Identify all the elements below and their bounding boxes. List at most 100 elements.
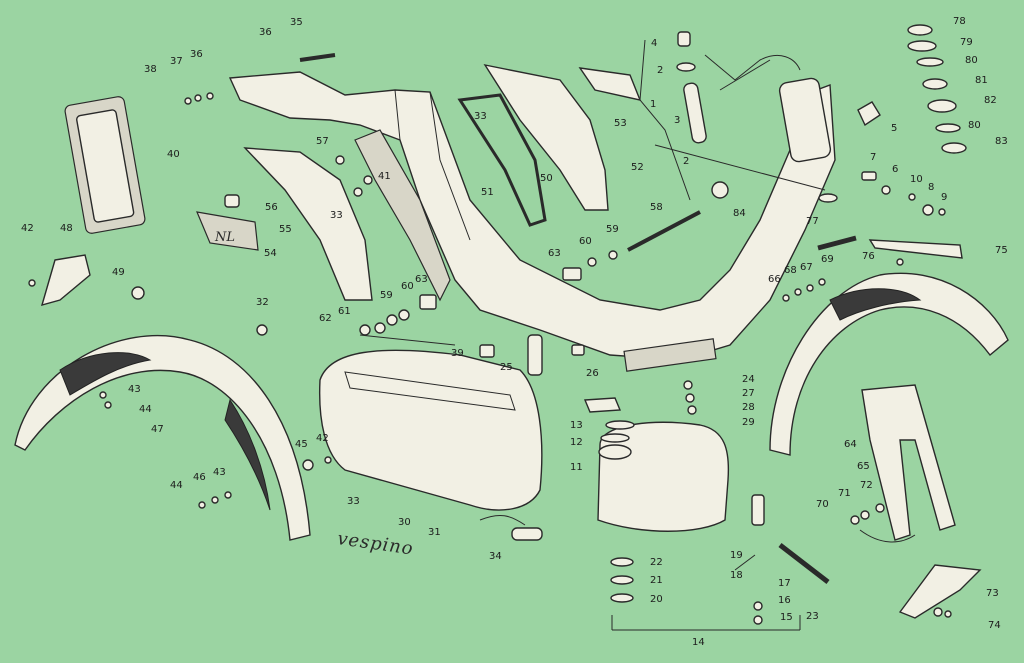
fork-65 <box>861 384 956 541</box>
callout-43: 43 <box>128 384 141 395</box>
callout-1: 1 <box>650 99 656 110</box>
callout-57: 57 <box>316 136 329 147</box>
part-5 <box>857 101 881 127</box>
callout-68: 68 <box>784 265 797 276</box>
callout-33: 33 <box>347 496 360 507</box>
callout-10: 10 <box>910 174 923 185</box>
callout-16: 16 <box>778 595 791 606</box>
cap-4 <box>677 31 691 47</box>
side-panel-52 <box>483 63 609 211</box>
callout-38: 38 <box>144 64 157 75</box>
callout-77: 77 <box>806 216 819 227</box>
callout-63: 63 <box>548 248 561 259</box>
callout-5: 5 <box>891 123 897 134</box>
callout-19: 19 <box>730 550 743 561</box>
callout-44: 44 <box>170 480 183 491</box>
callout-60: 60 <box>579 236 592 247</box>
cover-plate-53 <box>578 67 642 101</box>
callout-14: 14 <box>692 637 705 648</box>
callout-3: 3 <box>674 115 680 126</box>
callout-44: 44 <box>139 404 152 415</box>
callout-46: 46 <box>193 472 206 483</box>
callout-43: 43 <box>213 467 226 478</box>
side-panel-54 <box>243 147 373 301</box>
mudguard-73 <box>898 564 982 619</box>
callout-2: 2 <box>657 65 663 76</box>
callout-31: 31 <box>428 527 441 538</box>
callout-66: 66 <box>768 274 781 285</box>
callout-42: 42 <box>21 223 34 234</box>
callout-71: 71 <box>838 488 851 499</box>
callout-8: 8 <box>928 182 934 193</box>
fuel-line-23 <box>778 543 830 584</box>
callout-48: 48 <box>60 223 73 234</box>
callout-76: 76 <box>862 251 875 262</box>
callout-15: 15 <box>780 612 793 623</box>
callout-42: 42 <box>316 433 329 444</box>
bracket-48 <box>40 254 91 307</box>
rear-fender-47 <box>14 334 311 541</box>
callout-28: 28 <box>742 402 755 413</box>
engine-cover-30 <box>318 349 543 511</box>
fender-shadow <box>59 352 152 396</box>
callout-82: 82 <box>984 95 997 106</box>
steering-tube <box>778 77 832 163</box>
callout-11: 11 <box>570 462 583 473</box>
callout-78: 78 <box>953 16 966 27</box>
callout-9: 9 <box>941 192 947 203</box>
callout-47: 47 <box>151 424 164 435</box>
toolbox-inner <box>76 109 135 223</box>
callout-59: 59 <box>380 290 393 301</box>
bolt-35 <box>299 53 336 62</box>
small-hardware <box>28 62 952 625</box>
callout-23: 23 <box>806 611 819 622</box>
callout-60: 60 <box>401 281 414 292</box>
callout-61: 61 <box>338 306 351 317</box>
callout-70: 70 <box>816 499 829 510</box>
fender-shadow <box>224 398 271 511</box>
callout-2: 2 <box>683 156 689 167</box>
bolt-58 <box>627 210 701 252</box>
callout-65: 65 <box>857 461 870 472</box>
callout-80: 80 <box>968 120 981 131</box>
callout-51: 51 <box>481 187 494 198</box>
callout-62: 62 <box>319 313 332 324</box>
callout-52: 52 <box>631 162 644 173</box>
callout-17: 17 <box>778 578 791 589</box>
callout-81: 81 <box>975 75 988 86</box>
callout-39: 39 <box>451 348 464 359</box>
callout-53: 53 <box>614 118 627 129</box>
callout-21: 21 <box>650 575 663 586</box>
callout-73: 73 <box>986 588 999 599</box>
frame-edge <box>394 89 471 241</box>
callout-32: 32 <box>256 297 269 308</box>
callout-20: 20 <box>650 594 663 605</box>
callout-26: 26 <box>586 368 599 379</box>
washer-stack <box>907 24 967 154</box>
frame-strut-41 <box>354 129 451 302</box>
callout-13: 13 <box>570 420 583 431</box>
rail-75 <box>868 239 963 259</box>
frame-bracket <box>623 338 717 372</box>
callout-63: 63 <box>415 274 428 285</box>
callout-18: 18 <box>730 570 743 581</box>
callout-49: 49 <box>112 267 125 278</box>
callout-6: 6 <box>892 164 898 175</box>
callout-58: 58 <box>650 202 663 213</box>
callout-74: 74 <box>988 620 1001 631</box>
fender-shadow <box>829 288 922 321</box>
callout-75: 75 <box>995 245 1008 256</box>
callout-69: 69 <box>821 254 834 265</box>
vespino-logo: vespino <box>336 528 415 559</box>
callout-25: 25 <box>500 362 513 373</box>
rubber-seal-51 <box>457 93 547 227</box>
callout-84: 84 <box>733 208 746 219</box>
callout-36: 36 <box>259 27 272 38</box>
callout-59: 59 <box>606 224 619 235</box>
callout-33: 33 <box>474 111 487 122</box>
callout-27: 27 <box>742 388 755 399</box>
callout-56: 56 <box>265 202 278 213</box>
callout-12: 12 <box>570 437 583 448</box>
tank-filler-neck <box>598 444 632 460</box>
